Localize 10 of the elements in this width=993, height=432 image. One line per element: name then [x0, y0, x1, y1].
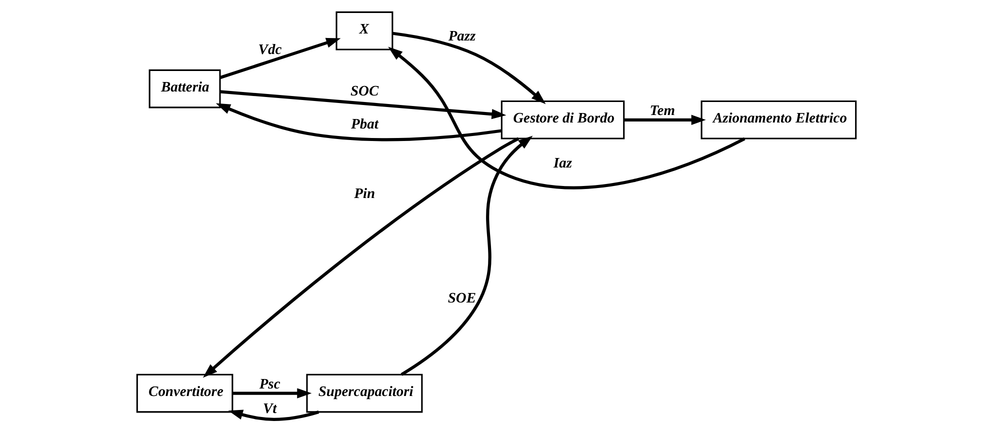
edge-label: Vdc	[258, 42, 282, 58]
edge-label: Iaz	[553, 156, 572, 172]
edge-label: SOE	[448, 290, 476, 306]
edge-label: Pin	[354, 186, 376, 202]
edge-label: Psc	[259, 376, 280, 392]
edge-label: Tem	[650, 102, 675, 119]
edge-label: SOC	[350, 83, 379, 100]
edge-label: Vt	[262, 401, 277, 418]
edge-label: Pazz	[448, 28, 476, 44]
edge-label: Pbat	[350, 116, 378, 132]
